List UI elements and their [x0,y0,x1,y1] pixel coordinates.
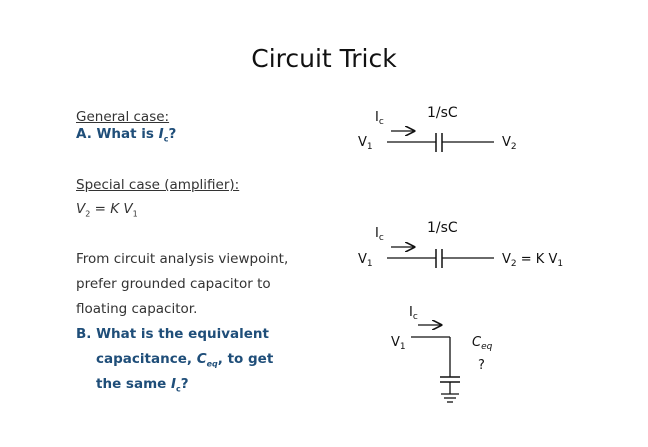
question-b-line-1: B. What is the equivalent [76,326,269,342]
question-a-suffix: ? [168,126,177,142]
equation-lhs-sub: 2 [85,209,91,219]
question-b-line-2: capacitance, Ceq, to get [96,351,273,369]
question-b-line2-suffix: , to get [217,351,274,367]
question-a-prefix: A. What is [76,126,159,142]
circuit3-unknown-label: ? [478,358,485,373]
question-b-ceq-var: C [196,351,207,367]
circuit2-output-label: V2 = K V1 [502,252,563,269]
question-a-sub: c [163,134,169,144]
equation-lhs: V [76,201,86,217]
circuit3-current-label: Ic [409,305,418,322]
gain-equation: V2 = K V1 [76,201,138,219]
circuit-1: Ic 1/sC V1 V2 [358,105,517,152]
equation-rhs: V [123,201,133,217]
general-case-heading: General case: [76,109,170,125]
circuit2-current-label: Ic [375,226,384,243]
circuit-2: Ic 1/sC V1 V2 = K V1 [358,220,563,269]
circuit1-output-label: V2 [502,135,517,152]
circuit3-input-label: V1 [391,335,406,352]
circuit1-impedance-label: 1/sC [427,105,458,121]
question-b-ic-sub: c [176,384,181,394]
circuit2-impedance-label: 1/sC [427,220,458,236]
question-b-line3-prefix: the same [96,376,171,392]
question-b-line2-prefix: capacitance, [96,351,197,367]
equation-eq: = K [90,201,124,217]
special-case-heading: Special case (amplifier): [76,177,240,193]
analysis-line-2: prefer grounded capacitor to [76,276,271,292]
question-b-line-3: the same Ic? [96,376,189,394]
question-a-var: I [158,126,164,142]
page-title: Circuit Trick [251,44,397,73]
circuit1-input-label: V1 [358,135,373,152]
question-b-ceq-sub: eq [206,359,218,369]
circuit2-input-label: V1 [358,252,373,269]
circuit3-cap-label: Ceq [472,335,493,352]
equation-rhs-sub: 1 [132,209,138,219]
question-b-line3-suffix: ? [180,376,189,392]
analysis-line-3: floating capacitor. [76,301,198,317]
question-a: A. What is Ic? [76,126,176,144]
circuit1-current-label: Ic [375,110,384,127]
analysis-line-1: From circuit analysis viewpoint, [76,251,289,267]
circuit-3: Ic V1 Ceq ? [391,305,493,403]
question-b-ic-var: I [171,376,177,392]
